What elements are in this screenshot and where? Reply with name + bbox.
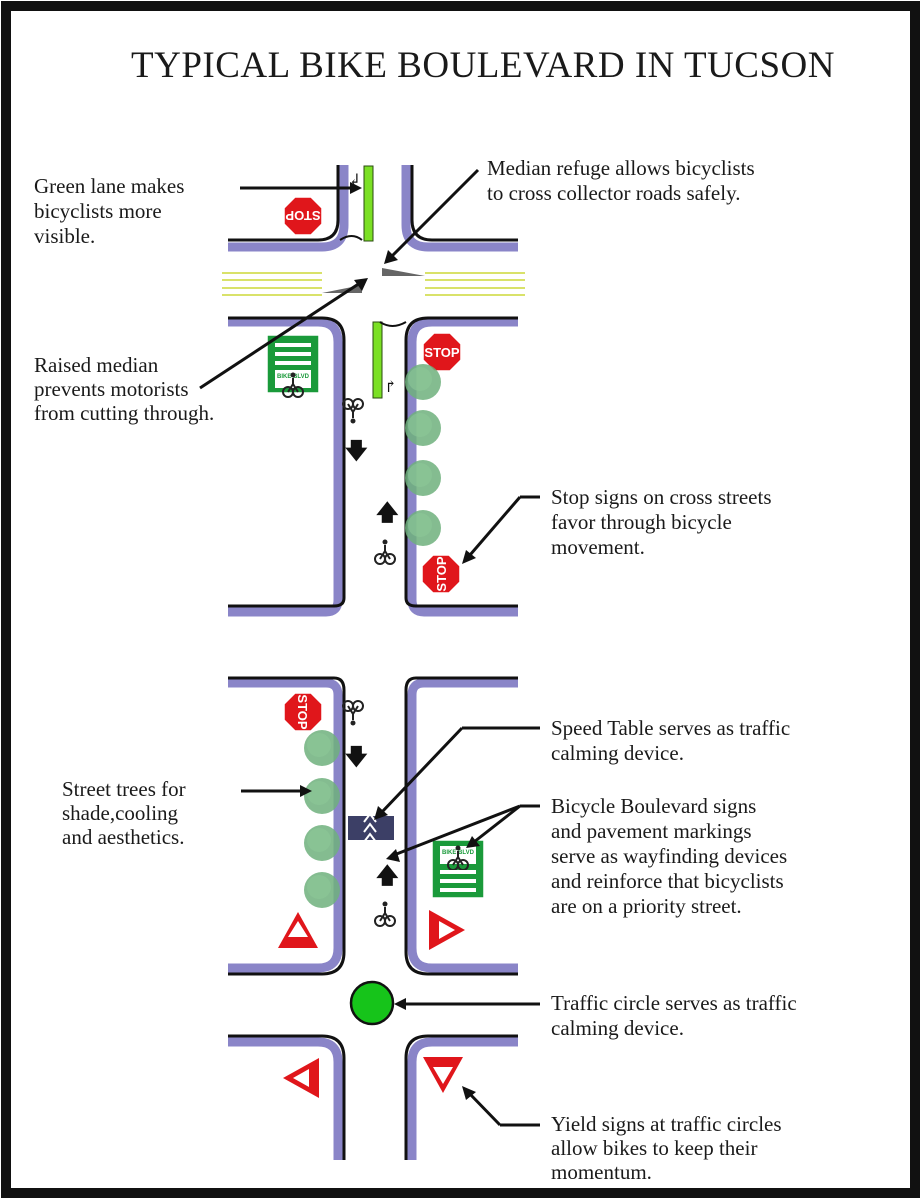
callout-median-refuge: Median refuge allows bicyclists to cross… — [487, 156, 760, 205]
svg-text:STOP: STOP — [434, 556, 449, 591]
svg-text:STOP: STOP — [285, 208, 320, 223]
bike-marking-northbound-icon — [374, 900, 396, 927]
green-lane-south — [372, 321, 383, 399]
tree — [405, 410, 441, 446]
stop-sign-bottom-left: STOP — [283, 692, 323, 732]
yield-sign-left — [278, 912, 318, 948]
callout-boulevard-signs: Bicycle Boulevard signs and pavement mar… — [551, 794, 792, 918]
stop-sign-top-right: STOP — [422, 332, 462, 372]
callout-yield-signs: Yield signs at traffic circles allow bik… — [551, 1112, 787, 1184]
top-intersection: ↲ ↱ STOP STOP STOP — [222, 165, 525, 617]
arrow-down-icon: 🡇 — [345, 744, 368, 769]
stop-sign-lower-right: STOP — [421, 554, 461, 594]
yield-sign-bottom-right — [423, 1057, 463, 1093]
diagram-title: TYPICAL BIKE BOULEVARD IN TUCSON — [131, 45, 835, 86]
callout-traffic-circle: Traffic circle serves as traffic calming… — [551, 991, 802, 1040]
speed-table — [348, 812, 394, 843]
arrow-up-icon: 🡅 — [376, 863, 399, 888]
callout-raised-median: Raised median prevents motorists from cu… — [34, 353, 214, 425]
bike-boulevard-sign-bottom: BIKE BLVD — [431, 839, 485, 899]
arrow-down-icon: 🡇 — [345, 438, 368, 463]
bike-marking-southbound-icon — [342, 398, 364, 425]
bike-boulevard-sign-top: BIKE BLVD — [266, 334, 320, 398]
median-refuge — [322, 235, 425, 327]
bottom-road-edges — [228, 676, 518, 1160]
turn-arrow-south-icon: ↱ — [384, 379, 397, 396]
svg-text:STOP: STOP — [295, 694, 310, 729]
callout-arrows — [199, 168, 540, 1127]
tree — [304, 778, 340, 814]
callout-green-lane: Green lane makes bicyclists more visible… — [34, 174, 190, 248]
tree — [304, 872, 340, 908]
collector-road-markings — [222, 272, 525, 296]
callout-speed-table: Speed Table serves as traffic calming de… — [551, 716, 795, 765]
callout-stop-signs: Stop signs on cross streets favor throug… — [551, 485, 777, 559]
bike-marking-northbound-icon — [374, 538, 396, 565]
yield-sign-right — [429, 910, 465, 950]
tree — [304, 730, 340, 766]
bike-marking-southbound-icon — [342, 700, 364, 727]
traffic-circle — [349, 980, 395, 1026]
svg-text:STOP: STOP — [424, 345, 459, 360]
tree — [405, 460, 441, 496]
top-road-edges — [228, 165, 518, 617]
tree — [304, 825, 340, 861]
arrow-up-icon: 🡅 — [376, 500, 399, 525]
green-lane-north — [363, 165, 374, 242]
bottom-block: STOP 🡇 🡅 BIKE BLVD — [228, 676, 518, 1160]
tree — [405, 510, 441, 546]
tree — [405, 364, 441, 400]
yield-sign-bottom-left — [283, 1058, 319, 1098]
stop-sign-top-left: STOP — [283, 196, 323, 236]
callout-street-trees: Street trees for shade,cooling and aesth… — [62, 777, 191, 849]
